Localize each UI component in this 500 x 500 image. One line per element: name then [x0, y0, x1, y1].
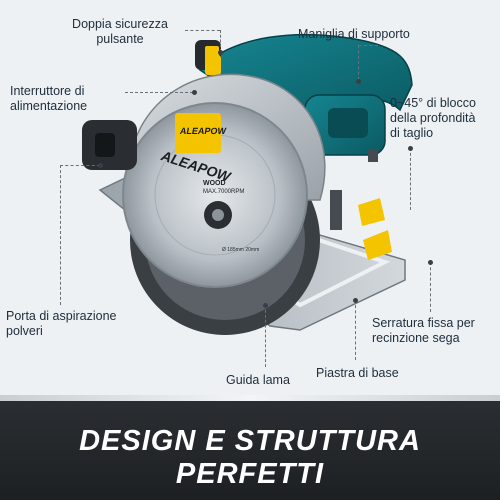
label-dust-port: Porta di aspirazione polveri — [6, 309, 117, 338]
guide-dust-port-h — [60, 165, 100, 166]
guide-dust-port — [60, 165, 61, 305]
fence-lock-knob — [363, 230, 392, 260]
label-dual-safety: Doppia sicurezza pulsante — [72, 17, 168, 46]
blade-spec: Ø 185mm 20mm — [222, 247, 260, 253]
dust-port — [82, 120, 137, 170]
dot-power-switch — [192, 90, 197, 95]
blade-speed: MAX.7000RPM — [203, 189, 245, 195]
guide-power-switch — [125, 92, 193, 93]
dot-fence-lock — [428, 260, 433, 265]
label-power-switch: Interruttore di alimentazione — [10, 84, 88, 113]
dot-depth-lock — [408, 146, 413, 151]
label-fence-lock: Serratura fissa per recinzione sega — [372, 316, 475, 345]
guide-fence-lock — [430, 262, 431, 312]
label-base-plate: Piastra di base — [316, 366, 399, 380]
guide-base-plate — [355, 300, 356, 360]
guide-dual-safety — [220, 30, 221, 52]
guide-support-handle — [358, 45, 359, 80]
dot-blade-guide — [263, 303, 268, 308]
dot-support-handle — [356, 79, 361, 84]
headline-banner: DESIGN E STRUTTURA PERFETTI — [0, 395, 500, 500]
dot-base-plate — [353, 298, 358, 303]
dot-dust-port — [98, 163, 103, 168]
guide-depth-lock — [410, 148, 411, 210]
guide-support-handle-h — [358, 45, 378, 46]
dot-dual-safety — [218, 50, 223, 55]
label-depth-lock: 0~45° di blocco della profondità di tagl… — [390, 96, 476, 140]
depth-lock-lever — [330, 190, 385, 230]
blade-material: WOOD — [203, 180, 226, 187]
label-blade-guide: Guida lama — [226, 373, 290, 387]
guide-blade-guide — [265, 305, 266, 367]
circular-saw-illustration — [82, 33, 413, 335]
label-support-handle: Maniglia di supporto — [298, 27, 410, 41]
headline-line-2: PERFETTI — [175, 458, 325, 490]
trigger-icon — [205, 46, 219, 60]
guide-dual-safety-h — [185, 30, 220, 31]
saw-blade — [122, 102, 308, 288]
headline-line-1: DESIGN E STRUTTURA — [79, 425, 421, 457]
brand-label-small: ALEAPOW — [179, 126, 227, 136]
